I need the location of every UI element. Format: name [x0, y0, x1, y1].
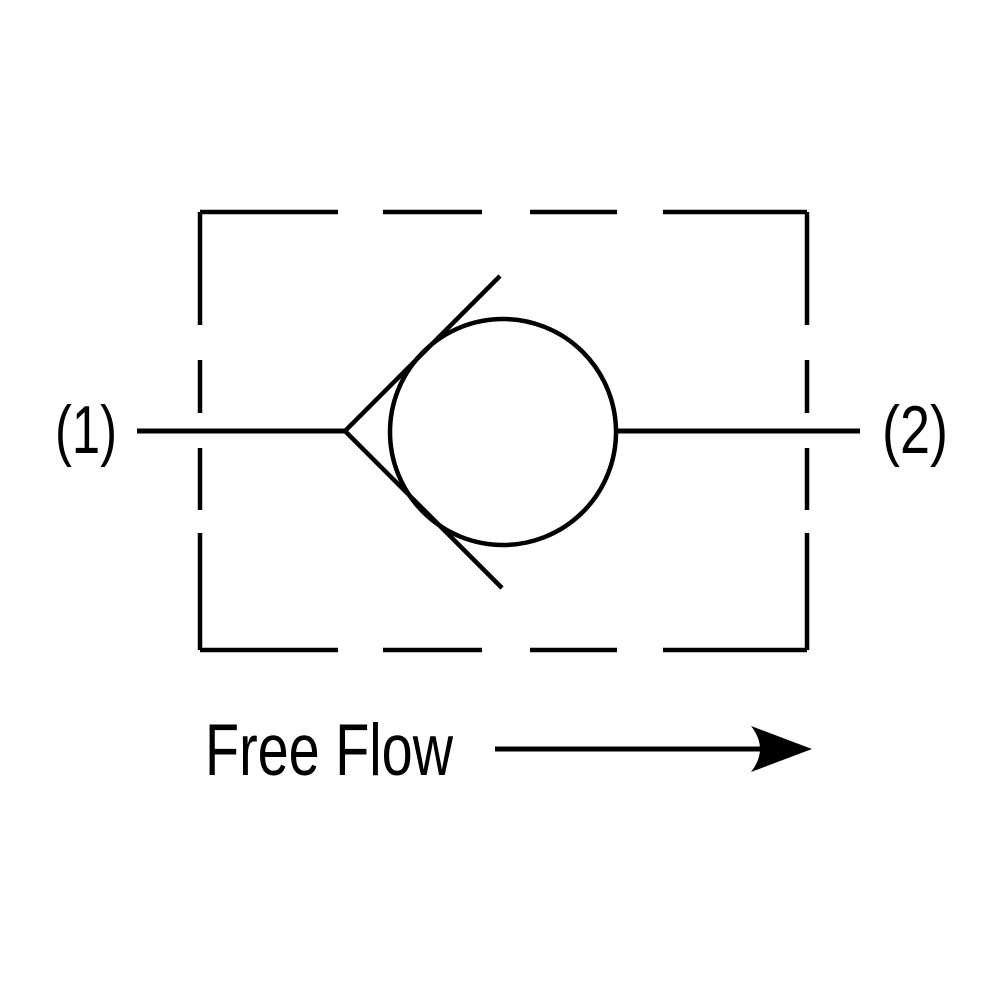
right-arrow-icon	[495, 726, 812, 772]
free-flow-caption: Free Flow	[205, 710, 453, 791]
port1-label: (1)	[55, 392, 117, 468]
valve-ball-circle	[387, 316, 619, 548]
enclosure-dashed-border	[197, 209, 810, 653]
valve-symbol	[137, 274, 860, 590]
port2-label: (2)	[882, 392, 948, 468]
arrow-head	[751, 726, 812, 772]
